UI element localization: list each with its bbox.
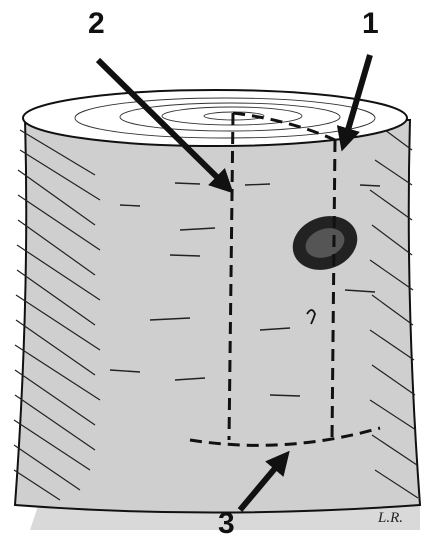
callout-2: 2 xyxy=(88,7,105,40)
artist-signature: L.R. xyxy=(377,510,403,526)
callout-1: 1 xyxy=(362,7,379,40)
callout-3: 3 xyxy=(218,507,235,537)
